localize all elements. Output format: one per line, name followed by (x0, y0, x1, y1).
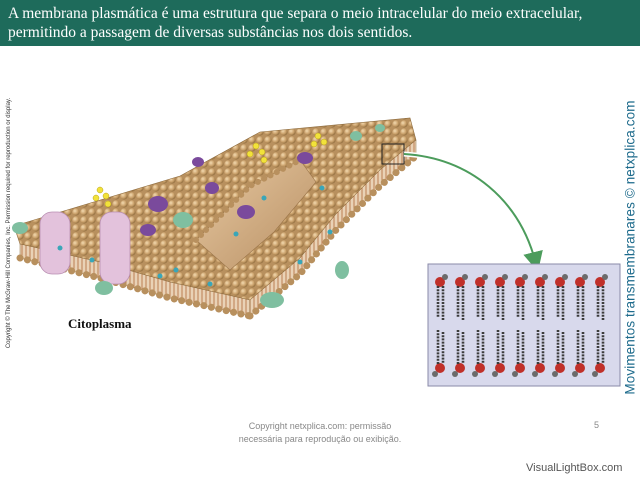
peripheral-protein-green (173, 212, 193, 228)
zoom-arrow (403, 153, 543, 272)
phospholipid-upper (475, 274, 488, 320)
integral-protein-left (39, 211, 71, 275)
footer-copyright: Copyright netxplica.com: permissão neces… (220, 420, 420, 446)
phospholipid-upper (515, 274, 528, 320)
footer-line-2: necessária para reprodução ou exibição. (238, 434, 402, 444)
phospholipid-upper (595, 274, 608, 320)
header-line-2: permitindo a passagem de diversas substâ… (8, 24, 413, 41)
phospholipid-upper (495, 274, 508, 320)
footer-line-1: Copyright netxplica.com: permissão (248, 421, 392, 431)
phospholipid-lower (552, 330, 565, 377)
phospholipid-lower (432, 330, 445, 377)
slide-header: A membrana plasmática é uma estrutura qu… (0, 0, 640, 46)
bilayer-inset (427, 263, 621, 387)
phospholipid-upper (455, 274, 468, 320)
phospholipid-lower (592, 330, 605, 377)
phospholipid-lower (512, 330, 525, 377)
phospholipid-lower (472, 330, 485, 377)
peripheral-protein-purple (148, 196, 168, 212)
phospholipid-lower (572, 330, 585, 377)
membrane-sheet (13, 117, 420, 320)
phospholipid-upper (535, 274, 548, 320)
phospholipid-lower (452, 330, 465, 377)
phospholipid-upper (555, 274, 568, 320)
copyright-vertical-text: Copyright © The McGraw-Hill Companies, I… (6, 97, 12, 349)
site-vertical-text: Movimentos transmembranares © netxplica.… (622, 100, 638, 395)
watermark[interactable]: VisualLightBox.com (526, 462, 623, 474)
cholesterol-molecules (57, 185, 333, 287)
phospholipid-upper (435, 274, 448, 320)
page-number: 5 (594, 420, 600, 430)
header-line-1: A membrana plasmática é uma estrutura qu… (8, 5, 583, 22)
membrane-proteins (12, 124, 385, 308)
cytoplasm-label: Citoplasma (68, 316, 132, 331)
carbohydrate-chains (92, 132, 328, 208)
phospholipid-lower (532, 330, 545, 377)
phospholipid-upper (575, 274, 588, 320)
phospholipid-lower (492, 330, 505, 377)
integral-protein-channel (99, 211, 131, 285)
